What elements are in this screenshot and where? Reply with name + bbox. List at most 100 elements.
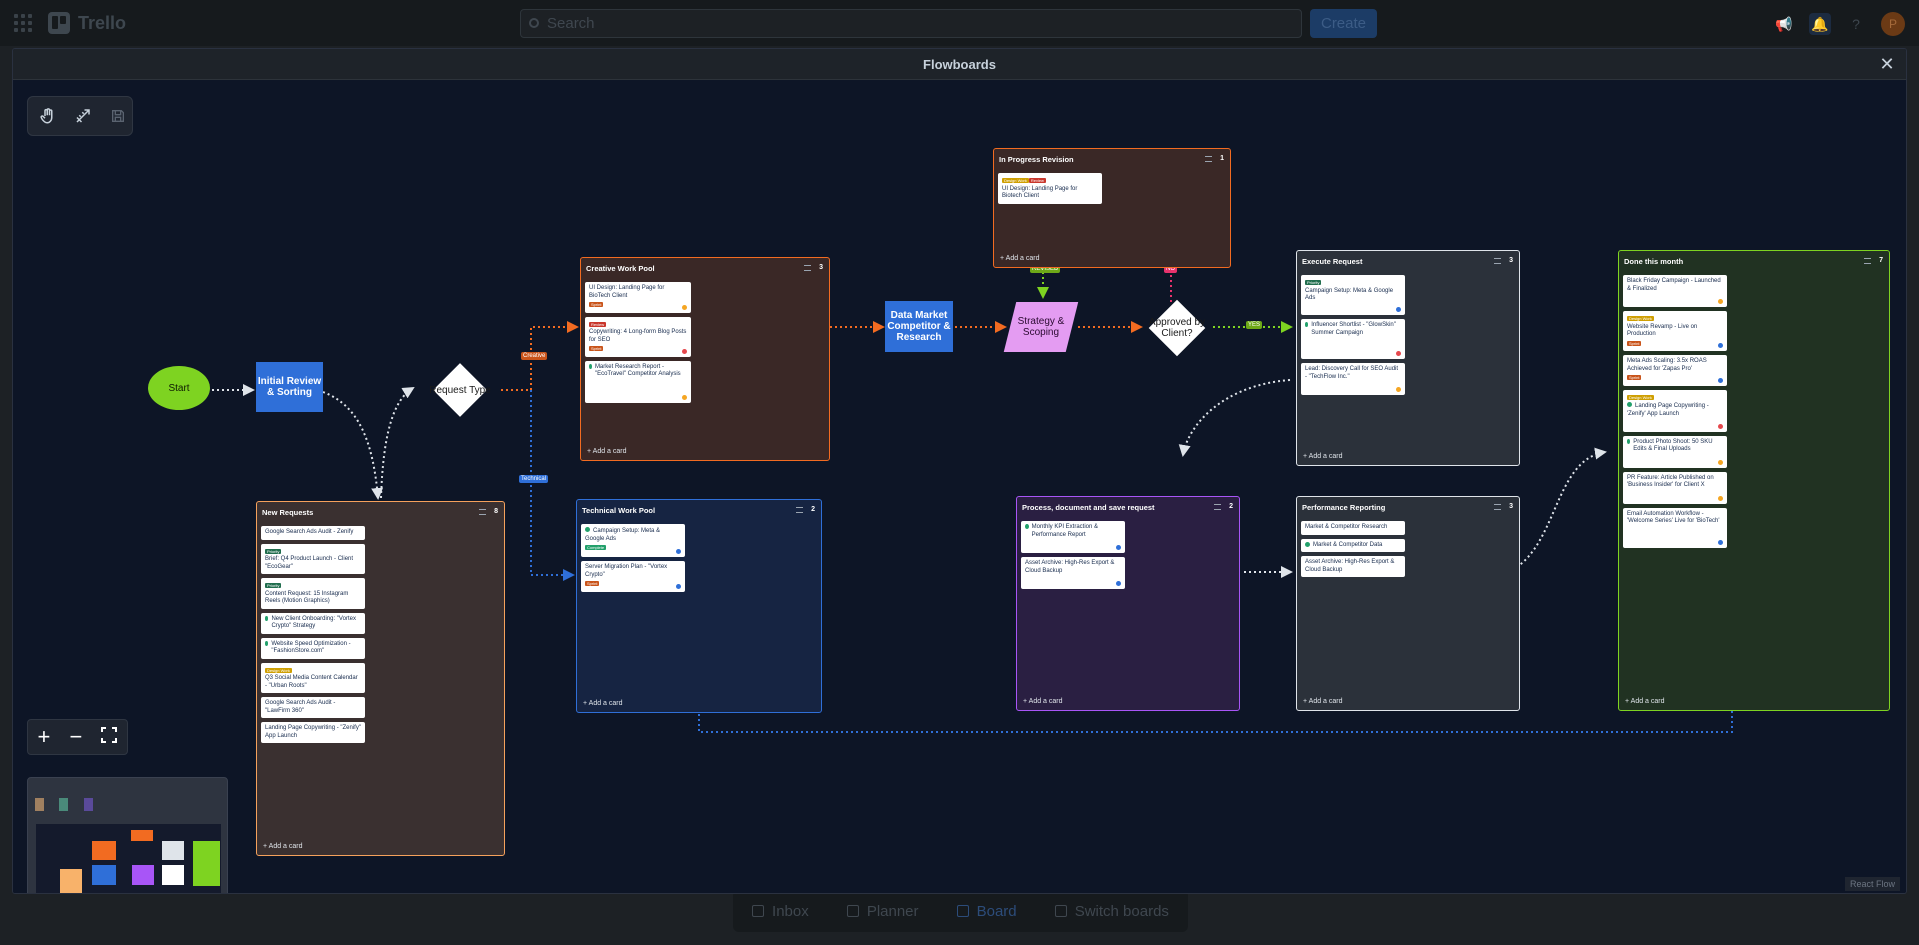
edge-new-type: [380, 386, 415, 499]
approved-node[interactable]: Approved by Client?: [1141, 298, 1213, 358]
edit-ruler-icon[interactable]: [69, 101, 98, 131]
grip-icon[interactable]: [804, 265, 811, 271]
trello-logo[interactable]: Trello: [48, 12, 126, 34]
add-card-button[interactable]: + Add a card: [587, 448, 627, 455]
minimap[interactable]: [27, 777, 228, 893]
card[interactable]: UI Design: Landing Page for BioTech Clie…: [585, 282, 691, 313]
card[interactable]: Market Research Report - "EcoTravel" Com…: [585, 360, 691, 403]
edge-label-yes: YES: [1246, 321, 1263, 329]
zoom-out-icon[interactable]: −: [69, 724, 83, 749]
card[interactable]: Landing Page Copywriting - "Zenify" App …: [261, 722, 365, 743]
react-flow-attribution[interactable]: React Flow: [1844, 877, 1900, 891]
add-card-button[interactable]: + Add a card: [1303, 453, 1343, 460]
data-market-node[interactable]: Data Market Competitor & Research: [885, 301, 953, 352]
add-card-button[interactable]: + Add a card: [1023, 698, 1063, 705]
card[interactable]: Influencer Shortlist - "GlowSkin" Summer…: [1301, 319, 1405, 359]
app-switcher-icon[interactable]: [14, 14, 32, 32]
list-title: Technical Work Pool: [582, 506, 656, 515]
card-list: Black Friday Campaign - Launched & Final…: [1623, 275, 1727, 548]
start-node[interactable]: Start: [148, 366, 210, 410]
list-title: In Progress Revision: [999, 155, 1074, 164]
card[interactable]: Website Speed Optimization - "FashionSto…: [261, 637, 365, 659]
list-technical[interactable]: Technical Work Pool 2 Campaign Setup: Me…: [576, 499, 822, 713]
edge-label-no: NO: [1164, 265, 1177, 273]
board-icon: [956, 904, 969, 917]
list-done-this-month[interactable]: Done this month 7 Black Friday Campaign …: [1618, 250, 1890, 711]
save-icon[interactable]: [103, 101, 132, 131]
grip-icon[interactable]: [1214, 504, 1221, 510]
list-count: 2: [811, 506, 815, 513]
help-icon[interactable]: ?: [1852, 16, 1860, 32]
initial-review-node[interactable]: Initial Review & Sorting: [256, 362, 323, 412]
add-card-button[interactable]: + Add a card: [263, 843, 303, 850]
grip-icon[interactable]: [1864, 258, 1871, 264]
grip-icon[interactable]: [1494, 504, 1501, 510]
card[interactable]: Server Migration Plan - "Vortex Crypto"S…: [581, 561, 685, 592]
hand-icon[interactable]: [34, 101, 63, 131]
card-list: UI Design: Landing Page for BioTech Clie…: [585, 282, 691, 403]
card[interactable]: Meta Ads Scaling: 3.5x ROAS Achieved for…: [1623, 355, 1727, 386]
app-name: Trello: [78, 12, 127, 33]
tab-switch-boards[interactable]: Switch boards: [1054, 903, 1169, 920]
fit-view-icon[interactable]: [101, 726, 118, 748]
request-type-node[interactable]: Request Type: [421, 362, 499, 418]
card[interactable]: Market & Competitor Research: [1301, 521, 1405, 535]
card[interactable]: PR Feature: Article Published on 'Busine…: [1623, 471, 1727, 504]
grip-icon[interactable]: [796, 507, 803, 513]
add-card-button[interactable]: + Add a card: [1625, 698, 1665, 705]
avatar[interactable]: P: [1881, 12, 1905, 36]
list-new-requests[interactable]: New Requests 8 Google Search Ads Audit -…: [256, 501, 505, 856]
search-icon: [529, 18, 539, 28]
zoom-in-icon[interactable]: +: [37, 724, 51, 749]
grip-icon[interactable]: [1205, 156, 1212, 162]
label-priority: Priority: [265, 583, 282, 588]
card[interactable]: Lead: Discovery Call for SEO Audit - "Te…: [1301, 363, 1405, 395]
card[interactable]: Asset Archive: High-Res Export & Cloud B…: [1301, 556, 1405, 577]
card[interactable]: Black Friday Campaign - Launched & Final…: [1623, 275, 1727, 307]
card[interactable]: Email Automation Workflow - 'Welcome Ser…: [1623, 507, 1727, 548]
tool-panel: [27, 96, 133, 136]
grip-icon[interactable]: [479, 509, 486, 515]
trello-topbar: Trello Search Create 📢 🔔 ? P: [0, 0, 1919, 46]
add-card-button[interactable]: + Add a card: [583, 700, 623, 707]
create-button[interactable]: Create: [1310, 9, 1377, 38]
card[interactable]: Google Search Ads Audit - Zenify: [261, 526, 365, 540]
list-process[interactable]: Process, document and save request 2 Mon…: [1016, 496, 1240, 711]
edge-performance-done: [1507, 447, 1607, 573]
strategy-node[interactable]: Strategy & Scoping: [1003, 302, 1079, 352]
list-performance[interactable]: Performance Reporting 3 Market & Competi…: [1296, 496, 1520, 711]
bell-icon[interactable]: 🔔: [1809, 13, 1831, 35]
tab-inbox[interactable]: Inbox: [752, 903, 809, 920]
list-count: 3: [1509, 257, 1513, 264]
card[interactable]: Google Search Ads Audit - "LawFirm 360": [261, 697, 365, 718]
card[interactable]: Monthly KPI Extraction & Performance Rep…: [1021, 521, 1125, 553]
add-card-button[interactable]: + Add a card: [1303, 698, 1343, 705]
tab-board[interactable]: Board: [956, 903, 1017, 920]
megaphone-icon[interactable]: 📢: [1775, 16, 1793, 32]
close-icon[interactable]: ✕: [1879, 54, 1895, 74]
card[interactable]: Market & Competitor Data: [1301, 538, 1405, 552]
label-priority: Priority: [265, 548, 282, 554]
card[interactable]: New Client Onboarding: "Vortex Crypto" S…: [261, 612, 365, 634]
add-card-button[interactable]: + Add a card: [1000, 255, 1040, 262]
search-input[interactable]: Search: [520, 9, 1302, 38]
flow-canvas[interactable]: Start Initial Review & Sorting Request T…: [13, 80, 1906, 893]
edge-execute-process: [1178, 379, 1291, 457]
list-creative[interactable]: Creative Work Pool 3 UI Design: Landing …: [580, 257, 830, 461]
tab-planner[interactable]: Planner: [846, 903, 919, 920]
card[interactable]: Product Photo Shoot: 50 SKU Edits & Fina…: [1623, 435, 1727, 468]
card[interactable]: Asset Archive: High-Res Export & Cloud B…: [1021, 557, 1125, 589]
grip-icon[interactable]: [1494, 258, 1501, 264]
